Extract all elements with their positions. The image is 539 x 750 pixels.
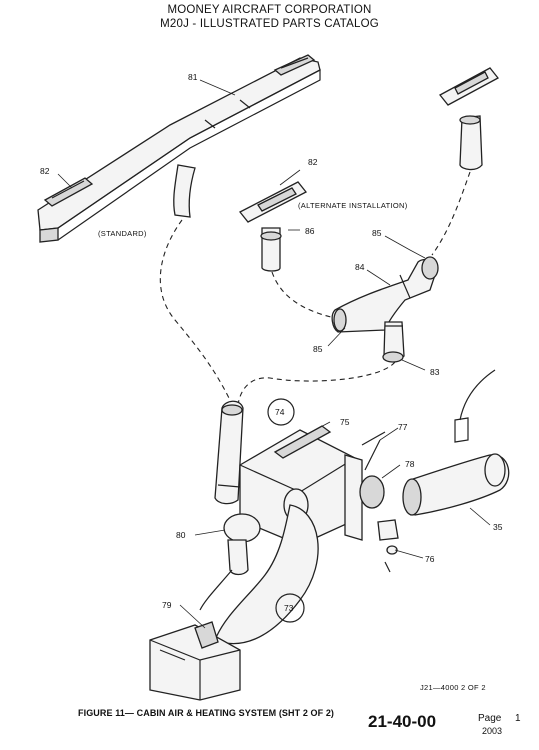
heater-muff-79: [149, 621, 241, 701]
callout-74-circle: [267, 398, 295, 426]
callout-82-alternate: 82: [308, 157, 318, 167]
standard-manifold-81: [37, 57, 321, 243]
callout-76: 76: [425, 554, 435, 564]
section-number: 21-40-00: [368, 712, 437, 731]
callout-80: 80: [176, 530, 186, 540]
callout-84: 84: [355, 262, 365, 272]
note-alternate-installation: (ALTERNATE INSTALLATION): [298, 201, 408, 210]
alternate-outlet-right: [439, 67, 499, 171]
figure-caption: FIGURE 11— CABIN AIR & HEATING SYSTEM (S…: [78, 708, 335, 718]
heater-hose-80: [214, 400, 244, 505]
hardware-76: [377, 519, 399, 573]
control-cable: [454, 369, 496, 443]
revision-year: 2003: [482, 726, 503, 736]
callout-73: 73: [284, 603, 294, 613]
leader-lines: [57, 79, 491, 629]
callout-83: 83: [430, 367, 440, 377]
callout-77: 77: [398, 422, 408, 432]
catalog-title-company: MOONEY AIRCRAFT CORPORATION: [167, 4, 372, 16]
duct-to-heater: [237, 361, 396, 406]
page-label: Page: [478, 713, 502, 724]
callout-74: 74: [275, 407, 285, 417]
vent-outlet-82-left: [43, 177, 94, 207]
callout-73-circle: [275, 593, 305, 623]
callout-85-upper: 85: [372, 228, 382, 238]
plate-77-78: [344, 431, 386, 541]
scat-hose-35: [402, 453, 510, 516]
note-standard: (STANDARD): [98, 229, 147, 238]
catalog-title-model: M20J - ILLUSTRATED PARTS CATALOG: [160, 18, 379, 30]
callout-75: 75: [340, 417, 350, 427]
callout-85-lower: 85: [313, 344, 323, 354]
alternate-duct-right: [431, 171, 471, 256]
outlet-collar-80: [199, 513, 261, 611]
callout-79: 79: [162, 600, 172, 610]
callout-81: 81: [188, 72, 198, 82]
standard-duct-route: [159, 219, 231, 401]
page-number: 1: [515, 713, 521, 724]
drawing-id: J21—4000 2 OF 2: [420, 683, 486, 692]
alternate-outlet-82: [238, 181, 308, 272]
callout-35: 35: [493, 522, 503, 532]
y-fitting-84: [331, 256, 439, 363]
alternate-duct-left: [271, 271, 336, 319]
callout-82-standard: 82: [40, 166, 50, 176]
parts-diagram: 81 82 82 86 85 84 85 83 74 75 77 78 80 3…: [37, 54, 510, 701]
callout-78: 78: [405, 459, 415, 469]
standard-hose: [173, 164, 196, 218]
vent-outlet-81-right: [273, 54, 316, 76]
callout-86: 86: [305, 226, 315, 236]
